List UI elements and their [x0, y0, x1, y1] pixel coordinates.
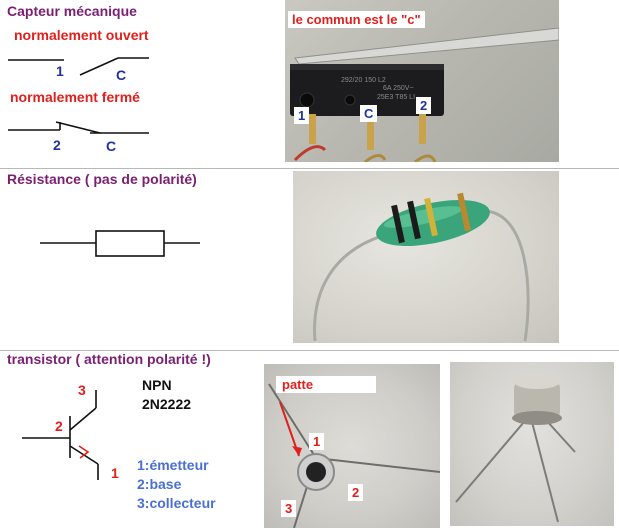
- symbol-pin-1: 1: [111, 465, 119, 481]
- npn-transistor-symbol: [22, 390, 99, 480]
- photo-pin-3: 3: [281, 500, 297, 517]
- transistor-section: transistor ( attention polarité !) 3 2 1…: [0, 350, 619, 528]
- resistance-section: Résistance ( pas de polarité): [0, 168, 619, 351]
- pin-legend-1: 1:émetteur: [137, 457, 209, 473]
- resistor-photo: [293, 171, 559, 343]
- svg-text:6A 250V~: 6A 250V~: [383, 85, 414, 92]
- resistor-symbol: [40, 230, 200, 257]
- transistor-title: transistor ( attention polarité !): [7, 351, 211, 367]
- photo-pin-2: 2: [348, 484, 364, 501]
- nc-terminal-2: 2: [53, 137, 61, 153]
- microswitch-drawing: 292/20 150 L2 6A 250V~ 25E3 T85 LI: [290, 27, 559, 162]
- transistor-bottom-drawing: [268, 383, 440, 528]
- capteur-title: Capteur mécanique: [7, 3, 137, 19]
- photo-label-c: C: [360, 105, 378, 122]
- transistor-type: NPN: [142, 377, 172, 393]
- normal-closed-label: normalement fermé: [10, 89, 140, 105]
- patte-label: patte: [276, 376, 376, 393]
- symbol-pin-3: 3: [78, 382, 86, 398]
- transistor-bottom-photo: patte 1 2 3: [264, 364, 440, 528]
- photo-pin-1: 1: [309, 433, 325, 450]
- normally-open-switch-symbol: [8, 57, 149, 134]
- resistor-drawing: [313, 192, 530, 342]
- transistor-side-drawing: [455, 375, 576, 523]
- no-terminal-c: C: [116, 67, 127, 83]
- photo-caption-common: le commun est le "c": [288, 11, 425, 28]
- pin-legend-2: 2:base: [137, 476, 182, 492]
- capteur-section: Capteur mécanique normalement ouvert 1 C…: [0, 0, 619, 169]
- photo-label-2: 2: [416, 97, 432, 114]
- normal-open-label: normalement ouvert: [14, 27, 149, 43]
- pin-legend-3: 3:collecteur: [137, 495, 216, 511]
- svg-text:25E3 T85 LI: 25E3 T85 LI: [377, 94, 415, 101]
- resistance-title: Résistance ( pas de polarité): [7, 171, 197, 187]
- symbol-pin-2: 2: [55, 418, 63, 434]
- no-terminal-1: 1: [56, 63, 64, 79]
- transistor-side-photo: [450, 362, 614, 526]
- photo-label-1: 1: [294, 107, 310, 124]
- nc-terminal-c: C: [106, 138, 117, 154]
- transistor-model: 2N2222: [142, 396, 192, 412]
- microswitch-photo: 292/20 150 L2 6A 250V~ 25E3 T85 LI le co…: [285, 0, 559, 162]
- svg-text:292/20 150 L2: 292/20 150 L2: [341, 77, 386, 84]
